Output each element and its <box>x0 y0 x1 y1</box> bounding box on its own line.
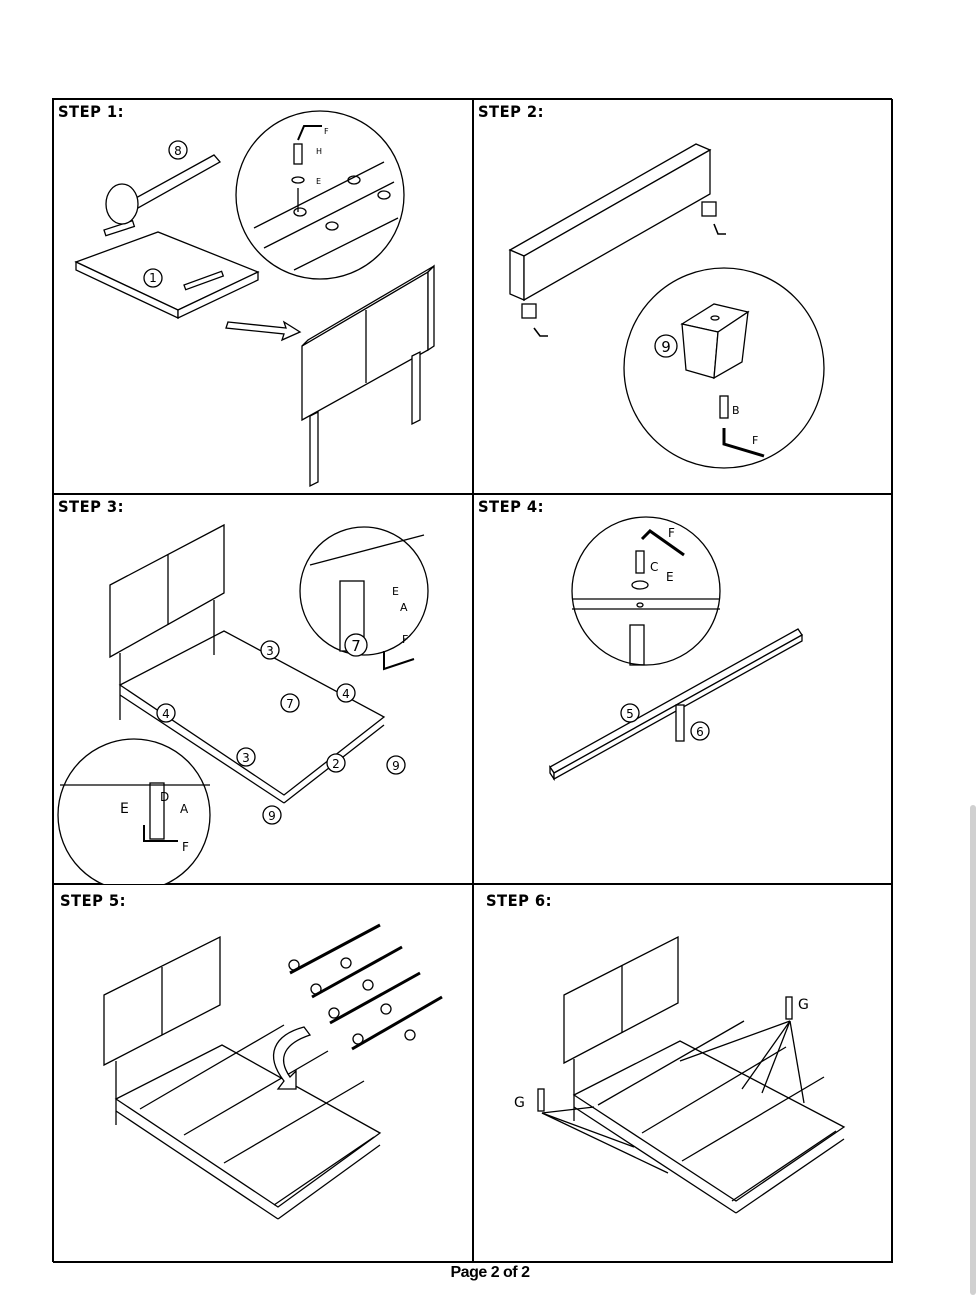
callout-f: F <box>324 127 329 136</box>
step-6-panel: STEP 6: G G <box>473 884 893 1263</box>
step-3-panel: STEP 3: 3 3 4 4 2 7 9 9 <box>53 494 473 885</box>
callout-2: 2 <box>332 757 340 771</box>
callout-part-1: 1 <box>149 271 157 285</box>
scrollbar[interactable] <box>970 805 976 1295</box>
callout-a2: A <box>180 802 189 816</box>
step-1-illustration: 1 8 F H E <box>74 110 435 488</box>
callout-d2: D <box>160 790 169 804</box>
callout-3b: 3 <box>242 751 250 765</box>
step-1-panel: STEP 1: 1 8 <box>53 99 473 494</box>
callout-b: B <box>732 404 740 417</box>
step-6-label: STEP 6: <box>486 891 552 910</box>
callout-part-8: 8 <box>174 144 182 158</box>
step-5-illustration <box>103 923 443 1220</box>
callout-e: E <box>316 177 321 186</box>
callout-c: C <box>650 560 658 574</box>
callout-part-9: 9 <box>661 338 671 356</box>
callout-3a: 3 <box>266 644 274 658</box>
step-2-illustration: 9 B F <box>508 143 825 469</box>
callout-4b: 4 <box>342 687 350 701</box>
step-1-label: STEP 1: <box>58 102 124 121</box>
callout-e1: E <box>392 585 399 598</box>
callout-h: H <box>316 147 322 156</box>
step-3-illustration: 3 3 4 4 2 7 9 9 E A F 7 <box>57 523 429 885</box>
callout-f-wrench: F <box>752 434 758 447</box>
callout-7-zoom: 7 <box>351 637 361 655</box>
callout-e2: E <box>120 801 129 817</box>
callout-7: 7 <box>286 697 294 711</box>
step-5-label: STEP 5: <box>60 891 126 910</box>
callout-5: 5 <box>626 707 634 721</box>
callout-9b: 9 <box>268 809 276 823</box>
callout-a1: A <box>400 601 408 614</box>
callout-4a: 4 <box>162 707 170 721</box>
callout-6: 6 <box>696 725 704 739</box>
callout-e: E <box>666 570 674 584</box>
step-3-label: STEP 3: <box>58 497 124 516</box>
callout-f1: F <box>402 633 408 646</box>
step-6-illustration: G G <box>514 935 846 1214</box>
step-5-panel: STEP 5: <box>53 884 473 1263</box>
callout-f2: F <box>182 840 189 854</box>
callout-f: F <box>668 526 675 540</box>
step-2-panel: STEP 2: 9 B F <box>473 99 893 494</box>
step-4-label: STEP 4: <box>478 497 544 516</box>
callout-g2: G <box>514 1095 525 1111</box>
callout-9a: 9 <box>392 759 400 773</box>
step-2-label: STEP 2: <box>478 102 544 121</box>
instruction-grid: STEP 1: 1 8 <box>52 98 893 1263</box>
callout-g1: G <box>798 997 809 1013</box>
step-4-illustration: F C E 5 6 <box>549 516 803 782</box>
step-4-panel: STEP 4: F C E 5 6 <box>473 494 893 884</box>
page-footer: Page 2 of 2 <box>450 1264 530 1281</box>
